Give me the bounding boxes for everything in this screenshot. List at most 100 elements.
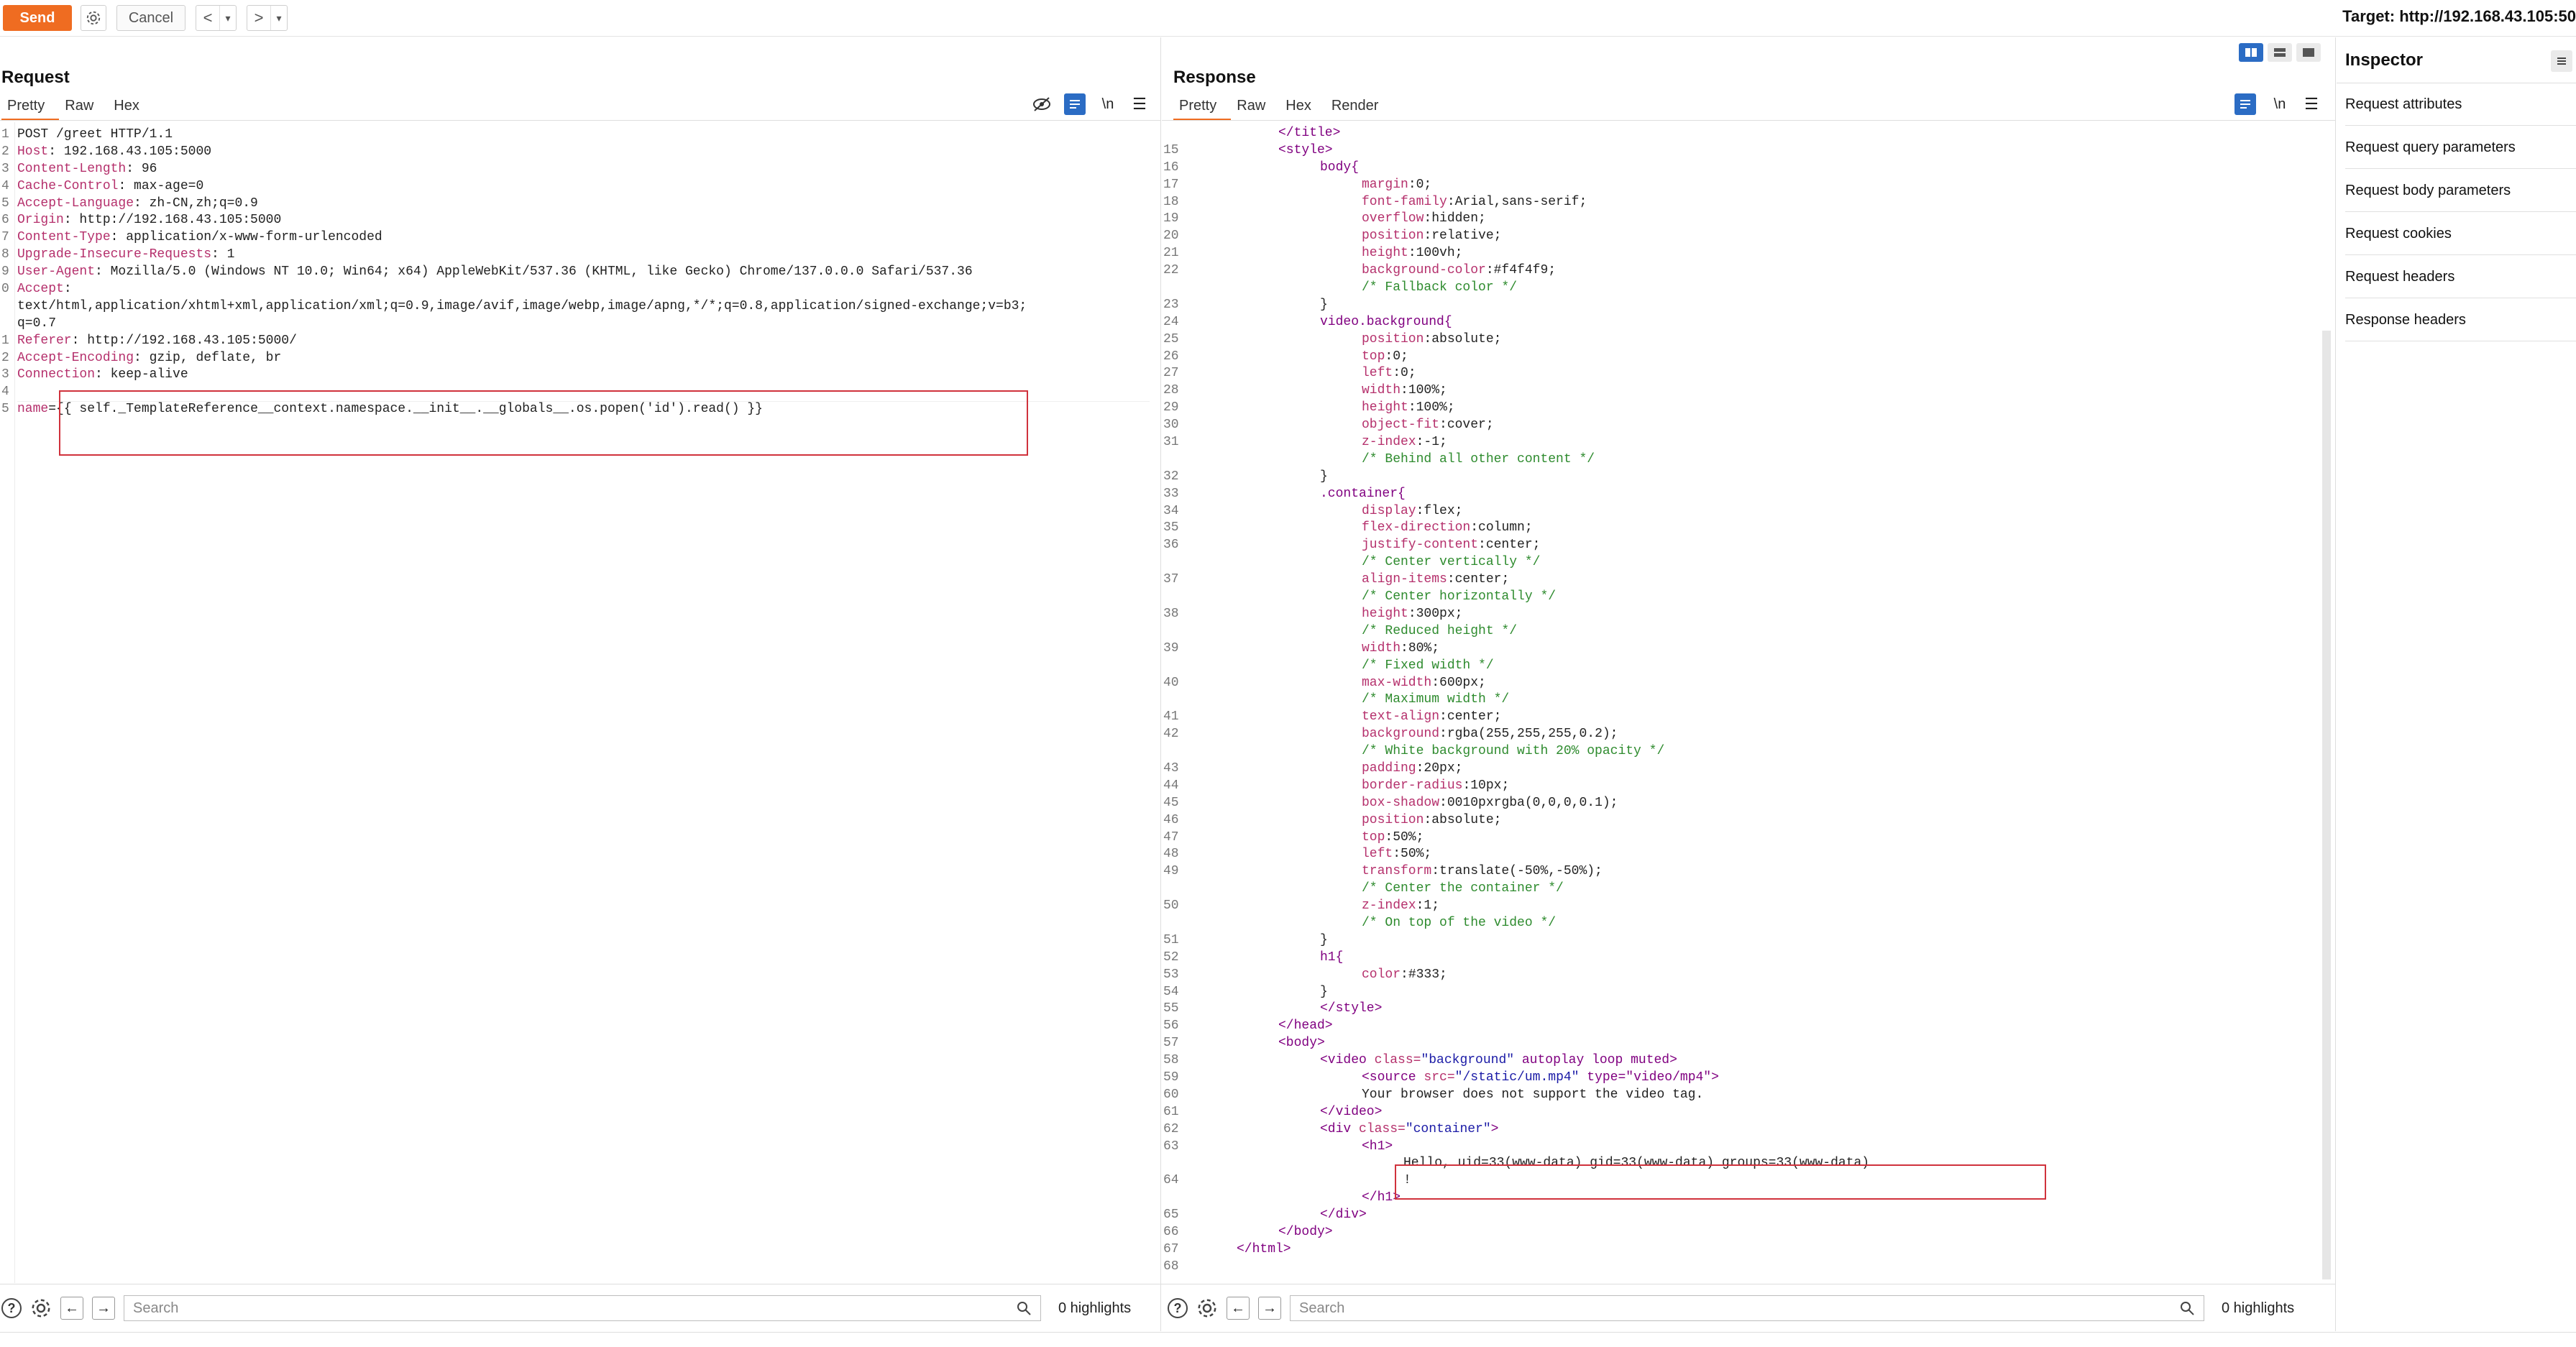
settings-button[interactable] <box>81 5 106 31</box>
search-icon <box>2181 1302 2194 1315</box>
back-button[interactable]: < <box>203 9 213 27</box>
css-property: top <box>1362 829 1385 845</box>
response-wrap-lines-icon[interactable] <box>2234 93 2256 115</box>
text-token: } <box>1320 984 1328 999</box>
header-name: name <box>17 402 49 417</box>
indent <box>1185 365 1362 382</box>
inspector-item-request-attributes[interactable]: Request attributes <box>2345 83 2576 126</box>
code-line: 55</style> <box>1163 1001 2328 1018</box>
response-search-input[interactable]: Search <box>1290 1295 2204 1321</box>
back-arrow-icon[interactable]: ← <box>1227 1297 1250 1320</box>
response-newline-icon[interactable]: \n <box>2273 96 2286 112</box>
attr-name: class= <box>1374 1053 1421 1068</box>
inspector-item-request-query-parameters[interactable]: Request query parameters <box>2345 127 2576 169</box>
layout-icon-columns[interactable] <box>2239 43 2263 62</box>
inspector-item-request-headers[interactable]: Request headers <box>2345 256 2576 298</box>
inspector-title: Inspector <box>2345 50 2424 70</box>
layout-icon-rows[interactable] <box>2268 43 2292 62</box>
hide-icon[interactable] <box>1031 93 1053 115</box>
code-line: 54} <box>1163 984 2328 1001</box>
indent <box>1185 142 1278 160</box>
indent <box>1185 726 1362 743</box>
wrap-lines-icon[interactable] <box>1064 93 1086 115</box>
indent <box>1185 1104 1320 1121</box>
output-highlight-box <box>1395 1164 2046 1200</box>
panel-divider-left[interactable] <box>1160 37 1161 1331</box>
send-button[interactable]: Send <box>3 5 72 31</box>
response-tab-raw[interactable]: Raw <box>1237 98 1266 114</box>
request-tab-raw[interactable]: Raw <box>65 98 94 114</box>
menu-icon[interactable]: ☰ <box>1132 95 1147 113</box>
code-line: 64! <box>1163 1172 2328 1190</box>
inspector-item-request-cookies[interactable]: Request cookies <box>2345 213 2576 255</box>
css-value: :center; <box>1439 709 1502 725</box>
target-label[interactable]: Target: http://192.168.43.105:50 <box>2342 7 2576 25</box>
code-line: /* Maximum width */ <box>1163 691 2328 709</box>
forward-menu-chevron-down-icon[interactable]: ▾ <box>270 6 287 30</box>
inspector-layout-icon[interactable] <box>2551 50 2572 72</box>
indent <box>1185 623 1362 640</box>
css-property: left <box>1362 366 1393 381</box>
line-number: 60 <box>1163 1087 1179 1102</box>
back-arrow-icon[interactable]: ← <box>60 1297 83 1320</box>
panel-divider-right[interactable] <box>2335 37 2336 1331</box>
request-search-bar: ? ← → Search 0 highlights <box>1 1285 1159 1331</box>
newline-icon[interactable]: \n <box>1101 96 1114 112</box>
tag-token: <source <box>1362 1070 1424 1085</box>
line-number <box>1163 451 1185 469</box>
line-number <box>1163 1190 1185 1207</box>
code-line: /* Center the container */ <box>1163 881 2328 898</box>
forward-nav[interactable]: > ▾ <box>247 5 288 31</box>
css-property: color <box>1362 967 1401 982</box>
request-tab-hex[interactable]: Hex <box>114 98 139 114</box>
response-menu-icon[interactable]: ☰ <box>2304 95 2319 113</box>
css-value: :center; <box>1447 572 1510 587</box>
css-property: z-index <box>1362 435 1416 450</box>
request-tab-pretty[interactable]: Pretty <box>1 98 60 121</box>
comment-token: /* Reduced height */ <box>1362 623 1518 638</box>
gear-icon[interactable] <box>1196 1297 1218 1319</box>
layout-icon-tabs[interactable] <box>2296 43 2321 62</box>
tag-token: h1{ <box>1320 950 1344 965</box>
request-search-input[interactable]: Search <box>124 1295 1041 1321</box>
response-tab-pretty[interactable]: Pretty <box>1173 98 1232 121</box>
code-line: q=0.7 <box>1 316 1152 333</box>
indent <box>1185 520 1362 537</box>
tag-token: video.background{ <box>1320 314 1452 329</box>
indent <box>1185 829 1362 847</box>
forward-arrow-icon[interactable]: → <box>92 1297 115 1320</box>
tag-token: <div <box>1320 1121 1360 1136</box>
css-property: height <box>1362 606 1408 621</box>
help-icon[interactable]: ? <box>1 1298 22 1318</box>
forward-arrow-icon[interactable]: → <box>1258 1297 1281 1320</box>
inspector-item-response-headers[interactable]: Response headers <box>2345 299 2576 341</box>
response-tab-hex[interactable]: Hex <box>1285 98 1311 114</box>
css-value: :-1; <box>1416 435 1447 450</box>
css-property: overflow <box>1362 211 1424 226</box>
request-title: Request <box>1 68 70 87</box>
line-number: 6 <box>1 213 9 228</box>
indent <box>1185 1070 1362 1087</box>
back-nav[interactable]: < ▾ <box>196 5 237 31</box>
css-property: box-shadow <box>1362 795 1440 810</box>
response-scrollbar[interactable] <box>2322 331 2331 1279</box>
response-tab-render[interactable]: Render <box>1331 98 1379 114</box>
indent <box>1185 486 1320 503</box>
forward-button[interactable]: > <box>254 9 264 27</box>
gear-icon[interactable] <box>30 1297 52 1319</box>
back-menu-chevron-down-icon[interactable]: ▾ <box>219 6 236 30</box>
inspector-item-request-body-parameters[interactable]: Request body parameters <box>2345 170 2576 212</box>
cancel-button[interactable]: Cancel <box>116 5 185 31</box>
help-icon[interactable]: ? <box>1168 1298 1188 1318</box>
header-value: q=0.7 <box>17 316 57 331</box>
